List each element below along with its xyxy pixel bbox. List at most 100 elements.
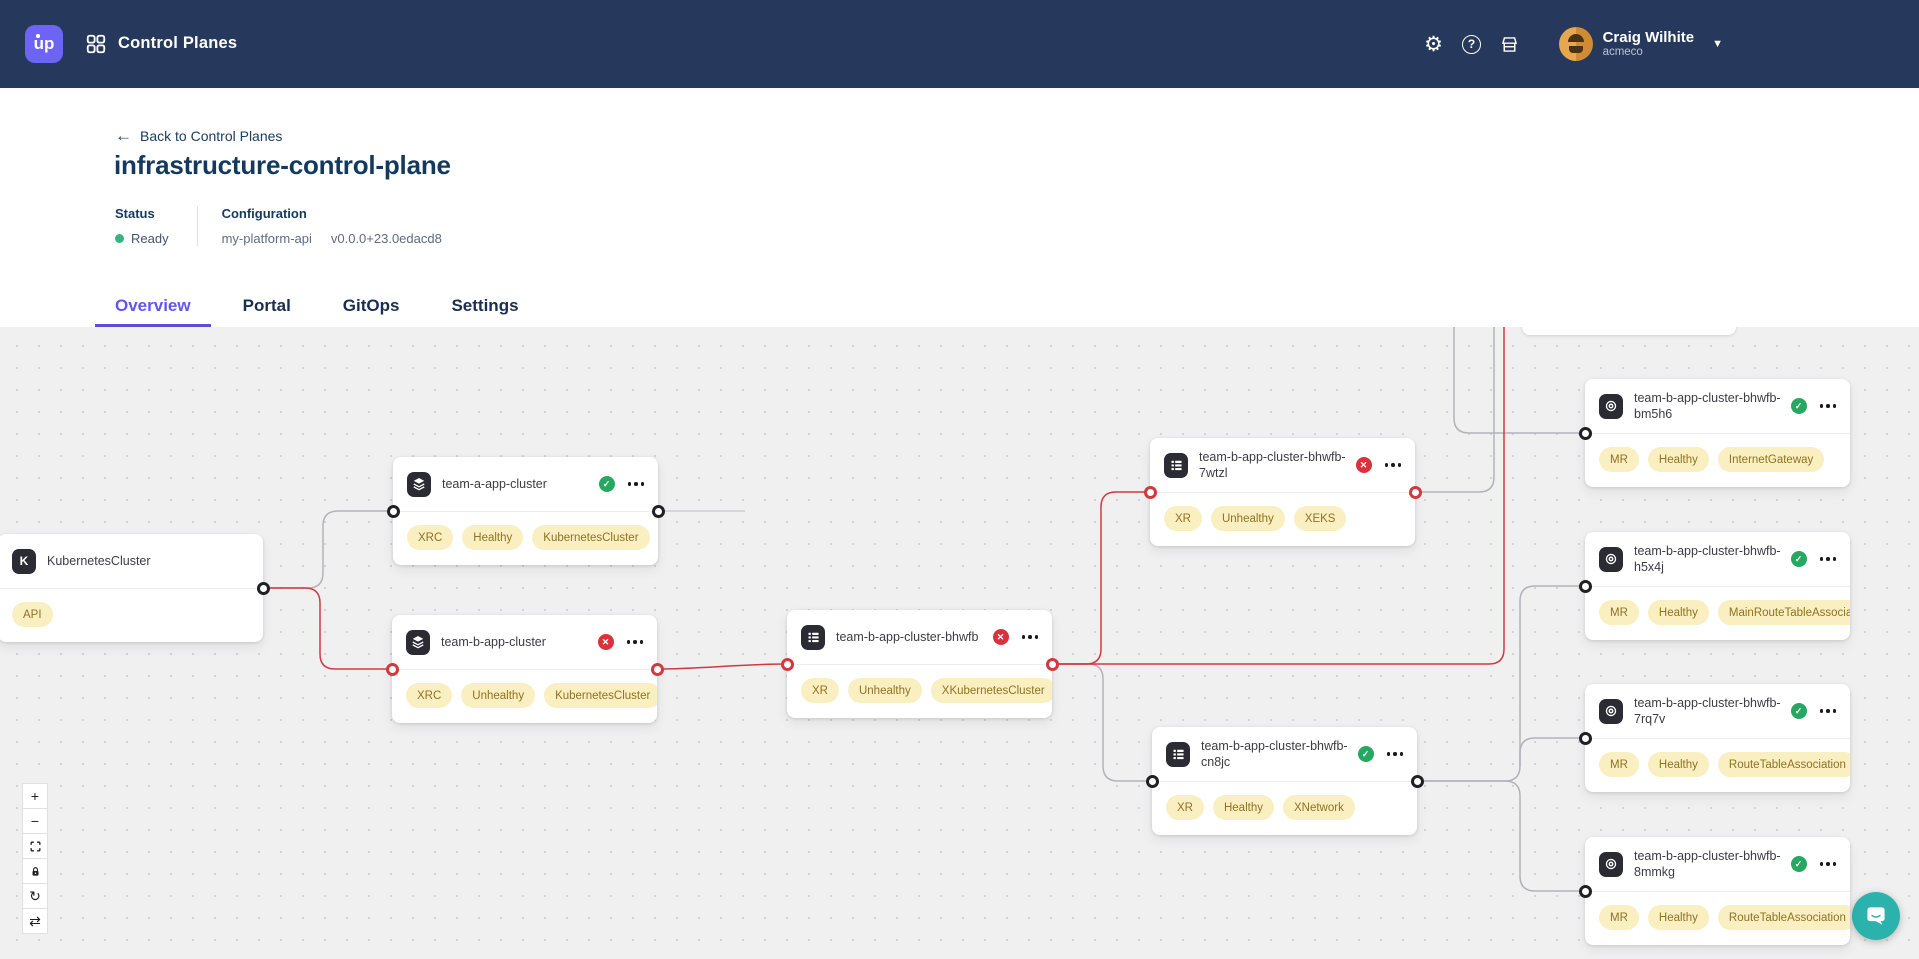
connection-port	[1143, 485, 1157, 499]
page-title: infrastructure-control-plane	[114, 150, 451, 180]
graph-canvas[interactable]: +− ↻⇄ K KubernetesCluster API team-a-app…	[0, 327, 1919, 959]
node-title: team-b-app-cluster	[441, 635, 546, 649]
node-team-b-app-cluster-bhwfb-8mmkg[interactable]: team-b-app-cluster-bhwfb-8mmkg ✓ MR Healt…	[1585, 837, 1850, 945]
badge: MR	[1599, 600, 1639, 625]
connection-port	[1408, 485, 1422, 499]
lock-button[interactable]	[22, 858, 48, 884]
marketplace-icon[interactable]	[1499, 32, 1521, 56]
node-menu-button[interactable]	[626, 476, 647, 492]
tab-gitops[interactable]: GitOps	[342, 296, 400, 315]
badge: Unhealthy	[847, 678, 922, 703]
node-divider	[1585, 586, 1850, 587]
claim-icon	[407, 471, 431, 497]
status-block: Status Ready	[115, 206, 197, 246]
badge: KubernetesCluster	[544, 683, 657, 708]
node-badges: MR Healthy RouteTableAssociation	[1599, 905, 1850, 930]
node-title: team-b-app-cluster-bhwfb-7wtzl	[1199, 450, 1346, 480]
zoom-out-button[interactable]: −	[22, 808, 48, 834]
connection-port	[1145, 774, 1159, 788]
upbound-logo[interactable]: up	[25, 25, 63, 63]
node-divider	[1150, 492, 1415, 493]
user-menu[interactable]: Craig Wilhite acmeco ▼	[1558, 27, 1723, 61]
badge: MR	[1599, 447, 1639, 472]
user-name: Craig Wilhite	[1602, 29, 1695, 46]
tab-settings[interactable]: Settings	[451, 296, 519, 315]
node-divider	[787, 664, 1052, 665]
kubernetes-icon: K	[12, 548, 36, 574]
node-menu-button[interactable]	[1383, 457, 1404, 473]
badge: Healthy	[1212, 795, 1274, 820]
node-menu-button[interactable]	[625, 634, 646, 650]
node-menu-button[interactable]	[1818, 703, 1839, 719]
connection-port	[780, 657, 794, 671]
help-icon[interactable]: ?	[1461, 32, 1483, 56]
node-menu-button[interactable]	[1818, 398, 1839, 414]
rotate-button[interactable]: ↻	[22, 883, 48, 909]
settings-gear-icon[interactable]: ⚙	[1424, 32, 1443, 56]
node-menu-button[interactable]	[1818, 551, 1839, 567]
badge: XR	[801, 678, 839, 703]
user-org: acmeco	[1602, 46, 1643, 58]
badge: XEKS	[1293, 506, 1347, 531]
healthy-check-icon: ✓	[1790, 856, 1807, 872]
node-divider	[1585, 891, 1850, 892]
tab-overview[interactable]: Overview	[95, 285, 211, 327]
logo-text: up	[33, 34, 55, 53]
node-menu-button[interactable]	[1020, 629, 1041, 645]
badge: RouteTableAssociation	[1717, 905, 1850, 930]
node-title: team-b-app-cluster-bhwfb-8mmkg	[1634, 849, 1781, 879]
node-kubernetes-cluster[interactable]: K KubernetesCluster API	[0, 534, 263, 642]
badge: Healthy	[1647, 752, 1709, 777]
badge: Healthy	[462, 525, 524, 550]
sync-button[interactable]: ⇄	[22, 908, 48, 934]
status-value: Ready	[131, 231, 169, 246]
healthy-check-icon: ✓	[598, 476, 615, 492]
node-title: team-a-app-cluster	[442, 477, 547, 491]
healthy-check-icon: ✓	[1790, 551, 1807, 567]
node-divider	[1152, 781, 1417, 782]
badge: MainRouteTableAssociation	[1717, 600, 1850, 625]
badge: XR	[1164, 506, 1202, 531]
connection-port	[650, 662, 664, 676]
badge: InternetGateway	[1717, 447, 1825, 472]
node-divider	[392, 669, 657, 670]
healthy-check-icon: ✓	[1790, 703, 1807, 719]
node-divider	[1585, 433, 1850, 434]
node-title: team-b-app-cluster-bhwfb	[836, 630, 979, 644]
badge: Healthy	[1647, 905, 1709, 930]
tab-bar: Overview Portal GitOps Settings	[95, 285, 539, 327]
badge: XNetwork	[1282, 795, 1355, 820]
node-partial[interactable]	[1522, 327, 1736, 335]
unhealthy-x-icon: ✕	[1355, 457, 1372, 473]
status-dot	[115, 234, 124, 243]
node-menu-button[interactable]	[1818, 856, 1839, 872]
chat-launcher[interactable]	[1852, 892, 1900, 940]
managed-icon	[1599, 851, 1623, 877]
badge: Healthy	[1647, 600, 1709, 625]
configuration-label: Configuration	[221, 206, 307, 221]
app-grid-icon[interactable]	[85, 33, 107, 55]
zoom-in-button[interactable]: +	[22, 783, 48, 809]
fit-view-button[interactable]	[22, 833, 48, 859]
node-menu-button[interactable]	[1385, 746, 1406, 762]
node-badges: API	[12, 602, 53, 627]
connection-port	[256, 581, 270, 595]
chat-icon	[1867, 907, 1885, 925]
composite-icon	[801, 624, 825, 650]
badge: MR	[1599, 905, 1639, 930]
tab-portal[interactable]: Portal	[242, 296, 291, 315]
badge: RouteTableAssociation	[1717, 752, 1850, 777]
connection-port	[1578, 426, 1592, 440]
back-link[interactable]: ← Back to Control Planes	[115, 126, 283, 145]
unhealthy-x-icon: ✕	[597, 634, 614, 650]
